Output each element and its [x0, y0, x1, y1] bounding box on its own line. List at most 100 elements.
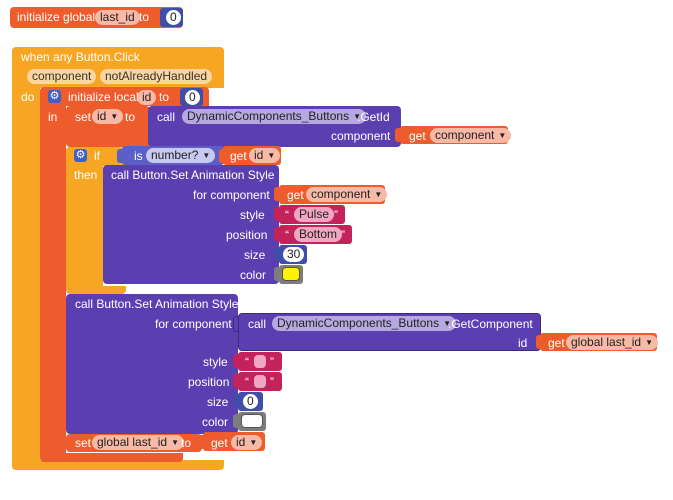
dropdown-arrow-icon: ▼ [267, 151, 276, 160]
dropdown-arrow-icon: ▼ [645, 338, 653, 347]
anim1-get-component-text: component [311, 187, 371, 201]
anim1-position-quote-close: ” [341, 228, 345, 242]
anim1-style-label: style [240, 208, 265, 222]
anim2-get-global-dropdown[interactable]: global last_id▼ [566, 335, 658, 350]
then-label: then [74, 168, 98, 182]
set-id-to-label: to [125, 110, 136, 124]
getid-component-dropdown[interactable]: DynamicComponents_Buttons▼ [182, 109, 367, 124]
anim2-component-dropdown[interactable]: DynamicComponents_Buttons▼ [272, 316, 457, 331]
event-header-label: when any Button.Click [21, 50, 140, 64]
event-do-label: do [21, 90, 35, 104]
anim2-get-label: get [548, 336, 565, 350]
set-global-get-id-dropdown[interactable]: id▼ [231, 435, 263, 450]
anim2-position-socket [233, 374, 238, 388]
anim2-for-component-label: for component [155, 317, 232, 331]
anim2-id-socket [536, 335, 541, 349]
anim1-position-socket [274, 227, 279, 241]
set-id-var-text: id [97, 109, 107, 123]
local-block-header[interactable] [40, 87, 209, 106]
global-to-label: to [139, 10, 150, 24]
anim2-get-global-text: global last_id [571, 335, 642, 349]
if-gear-icon[interactable]: ⚙ [74, 149, 87, 162]
event-param-component[interactable]: component [27, 69, 97, 84]
anim1-position-quote-open: “ [285, 228, 289, 242]
dropdown-arrow-icon: ▼ [353, 112, 362, 121]
getid-component-text: DynamicComponents_Buttons [187, 109, 350, 123]
if-socket [117, 149, 122, 163]
local-gear-icon[interactable]: ⚙ [48, 90, 61, 103]
get-component-dropdown[interactable]: component▼ [430, 128, 512, 143]
anim1-title: call Button.Set Animation Style [111, 168, 275, 182]
set-global-var-dropdown[interactable]: global last_id▼ [92, 435, 184, 450]
get-component-text: component [435, 128, 495, 142]
set-id-var-dropdown[interactable]: id▼ [92, 109, 124, 124]
dropdown-arrow-icon: ▼ [202, 151, 211, 160]
anim1-size-socket [274, 247, 279, 261]
is-number-socket [219, 149, 224, 163]
anim1-style-quote-close: ” [334, 208, 338, 222]
global-name-field[interactable]: last_id [95, 10, 140, 25]
anim2-color-label: color [202, 415, 229, 429]
anim1-for-component-label: for component [193, 188, 270, 202]
anim2-style-label: style [203, 355, 228, 369]
set-global-set-label: set [75, 436, 92, 450]
get-id-text: id [254, 148, 264, 162]
anim1-get-component-dropdown[interactable]: component▼ [306, 187, 388, 202]
anim1-position-field[interactable]: Bottom [294, 227, 343, 242]
anim1-get-label: get [287, 188, 304, 202]
getid-call-label: call [157, 110, 176, 124]
local-init-label: initialize local [68, 90, 139, 104]
anim1-position-label: position [226, 228, 268, 242]
local-in-label: in [48, 110, 58, 124]
anim-call-1-block[interactable] [103, 165, 279, 284]
event-param-not-handled[interactable]: notAlreadyHandled [100, 69, 213, 84]
anim2-position-quote-open: “ [245, 375, 249, 389]
event-block-footer [12, 460, 224, 470]
number-test-text: number? [151, 148, 199, 162]
anim-call-2-block[interactable] [66, 294, 238, 434]
anim2-position-empty-field[interactable] [254, 375, 266, 388]
anim2-component-text: DynamicComponents_Buttons [277, 316, 440, 330]
get-id-get-label: get [230, 149, 247, 163]
anim1-color-swatch-yellow[interactable] [282, 267, 300, 281]
anim1-size-label: size [244, 248, 266, 262]
anim2-position-quote-close: ” [270, 375, 274, 389]
anim1-style-socket [274, 207, 279, 221]
set-global-get-id-text: id [236, 435, 246, 449]
getid-socket [395, 128, 400, 142]
if-block-footer [66, 286, 126, 294]
anim1-size-field[interactable]: 30 [283, 247, 305, 262]
local-value-field[interactable]: 0 [185, 90, 200, 105]
global-value-field[interactable]: 0 [166, 10, 181, 25]
initialize-global-label: initialize global [17, 10, 96, 24]
dropdown-arrow-icon: ▼ [110, 112, 119, 121]
anim1-color-socket [274, 267, 279, 281]
local-name-field[interactable]: id [137, 90, 157, 105]
dropdown-arrow-icon: ▼ [498, 131, 507, 140]
anim2-style-empty-field[interactable] [254, 355, 266, 368]
anim1-color-label: color [240, 268, 267, 282]
local-to-label: to [159, 90, 170, 104]
get-id-dropdown[interactable]: id▼ [249, 148, 281, 163]
dropdown-arrow-icon: ▼ [171, 438, 179, 447]
if-label: if [94, 149, 100, 163]
dropdown-arrow-icon: ▼ [249, 438, 258, 447]
anim1-for-socket [274, 187, 279, 201]
anim2-color-socket [233, 414, 238, 428]
anim2-size-socket [233, 394, 238, 408]
is-label: is [134, 149, 143, 163]
anim1-style-field[interactable]: Pulse [294, 207, 335, 222]
dropdown-arrow-icon: ▼ [443, 319, 452, 328]
anim2-size-field[interactable]: 0 [243, 394, 258, 409]
set-global-get-label: get [211, 436, 228, 450]
dropdown-arrow-icon: ▼ [374, 190, 383, 199]
anim2-method-label: .GetComponent [448, 317, 533, 331]
local-block-footer [40, 453, 183, 462]
event-block-spine [12, 88, 40, 460]
anim2-title: call Button.Set Animation Style [75, 297, 239, 311]
anim2-color-swatch-white[interactable] [241, 414, 263, 428]
anim2-id-label: id [518, 336, 528, 350]
anim2-style-quote-open: “ [245, 355, 249, 369]
number-test-dropdown[interactable]: number?▼ [146, 148, 216, 163]
set-global-var-text: global last_id [97, 435, 168, 449]
